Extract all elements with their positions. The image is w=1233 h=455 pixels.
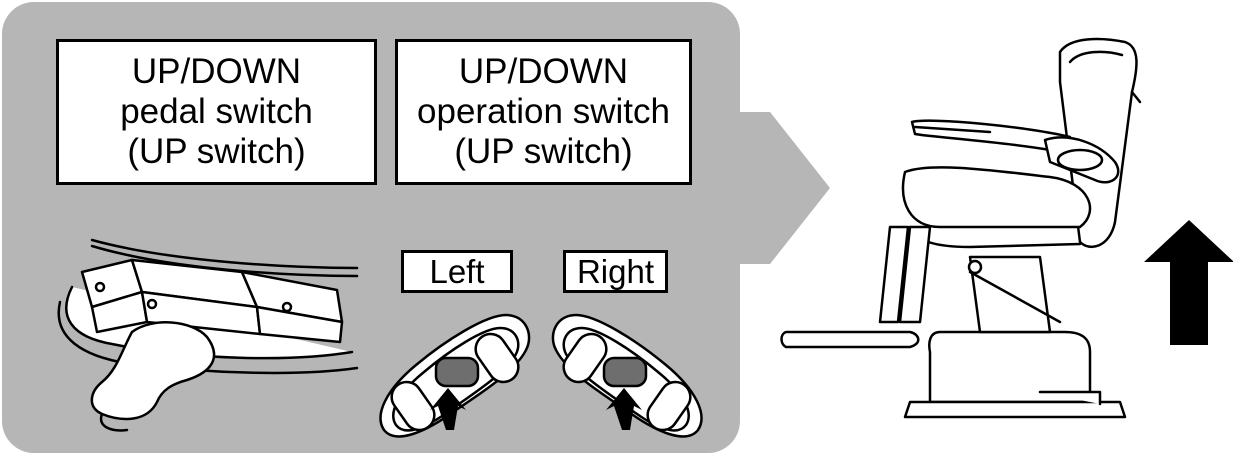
up-arrow-icon <box>430 388 466 430</box>
right-label-text: Right <box>576 252 655 290</box>
up-arrow-icon <box>606 388 642 430</box>
right-operation-switch <box>551 313 703 438</box>
left-side-label: Left <box>401 250 513 293</box>
operation-label-line1: UP/DOWN <box>458 52 629 91</box>
left-operation-switch <box>379 313 531 438</box>
operation-label-line3: (UP switch) <box>454 132 633 171</box>
operation-label-line2: operation switch <box>417 92 670 131</box>
left-label-text: Left <box>429 252 485 290</box>
pedal-label-line3: (UP switch) <box>127 132 306 171</box>
operation-switch-label: UP/DOWN operation switch (UP switch) <box>395 39 692 185</box>
raise-arrow-up-icon <box>1144 220 1233 345</box>
pedal-switch-label: UP/DOWN pedal switch (UP switch) <box>56 39 377 185</box>
foot-pedal-illustration <box>57 238 359 432</box>
right-side-label: Right <box>563 250 668 293</box>
dental-chair-illustration <box>780 37 1142 419</box>
pedal-label-line2: pedal switch <box>120 92 313 131</box>
pedal-label-line1: UP/DOWN <box>131 52 302 91</box>
